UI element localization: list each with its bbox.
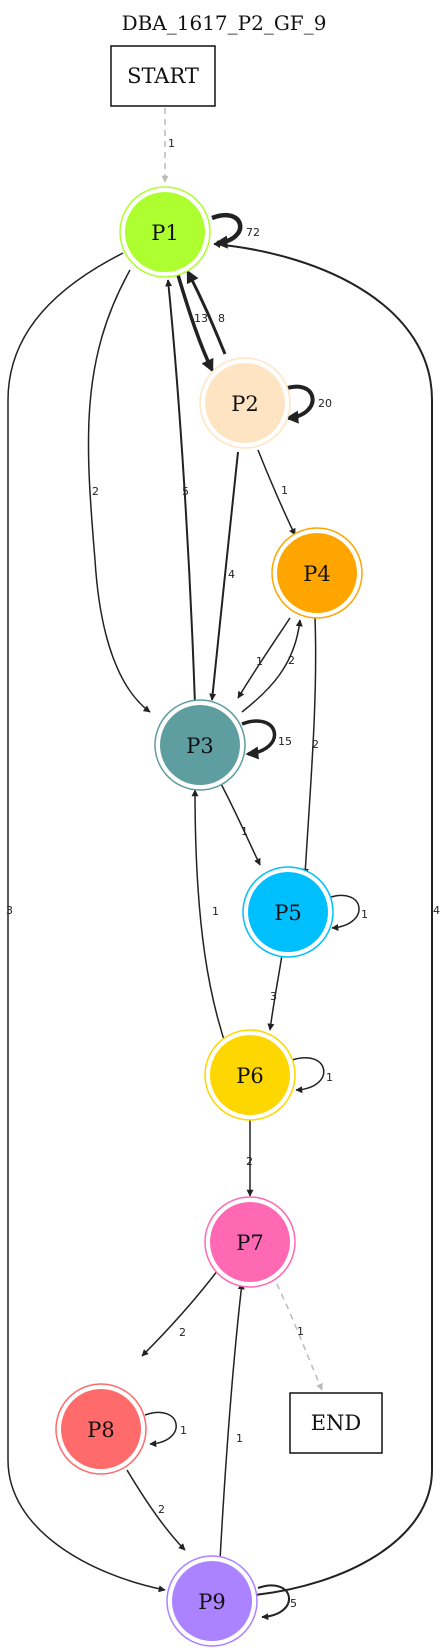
edge-p1-p3: 2 <box>87 269 151 713</box>
edge-label-p1-p3: 2 <box>92 485 99 498</box>
node-label-p8: P8 <box>87 1418 115 1442</box>
node-p8: P8 <box>55 1383 147 1475</box>
edge-p2-p3: 4 <box>209 451 239 701</box>
edge-p3-p3: 15 <box>241 719 292 760</box>
edge-label-p6-p7: 2 <box>246 1155 253 1168</box>
edge-p2-p4: 1 <box>257 449 296 536</box>
edge-p6-p6: 1 <box>291 1057 333 1094</box>
edge-p1-p1: 72 <box>211 212 260 249</box>
node-label-p6: P6 <box>236 1064 264 1088</box>
node-p5: P5 <box>242 866 334 958</box>
edge-p2-p1: 8 <box>186 269 227 355</box>
start-node: START <box>110 45 216 107</box>
node-p2: P2 <box>199 357 291 449</box>
edge-p6-p3: 1 <box>191 789 229 1053</box>
node-label-p4: P4 <box>303 562 331 586</box>
edge-label-p1-p2: 13 <box>194 312 208 325</box>
edge-label-p2-p4: 1 <box>281 484 288 497</box>
node-p1: P1 <box>119 186 211 278</box>
edge-label-p1-p1: 72 <box>246 226 260 239</box>
edge-p8-p8: 1 <box>144 1411 187 1448</box>
edge-label-p7-p8: 2 <box>179 1326 186 1339</box>
start-label: START <box>127 64 199 88</box>
edge-label-p9-p7: 1 <box>236 1432 243 1445</box>
edge-label-p6-p6: 1 <box>326 1071 333 1084</box>
edge-label-p5-p5: 1 <box>361 908 368 921</box>
edge-label-p8-p8: 1 <box>180 1424 187 1437</box>
edge-p7-p8: 2 <box>141 1269 219 1357</box>
edge-label-p3-p3: 15 <box>278 735 292 748</box>
edge-p7-end: 1 <box>271 1273 323 1391</box>
edge-p1-p2: 13 <box>176 274 214 373</box>
edge-label-p1-p9: 3 <box>6 904 13 917</box>
node-p3: P3 <box>154 699 246 791</box>
edge-label-p3-p5: 1 <box>241 825 248 838</box>
end-label: END <box>311 1411 362 1435</box>
edge-label-p6-p3: 1 <box>212 905 219 918</box>
edge-start-p1: 1 <box>161 108 175 183</box>
edge-label-p4-p5: 2 <box>312 738 319 751</box>
node-label-p1: P1 <box>151 221 179 245</box>
graph-title: DBA_1617_P2_GF_9 <box>122 11 327 35</box>
node-label-p9: P9 <box>198 1590 226 1614</box>
edge-p9-p1: 4 <box>213 241 440 1596</box>
edge-label-p4-p3: 1 <box>256 655 263 668</box>
edge-label-p3-p4: 2 <box>288 654 295 667</box>
edge-p2-p2: 20 <box>281 384 332 424</box>
node-label-p2: P2 <box>231 392 259 416</box>
node-p4: P4 <box>271 527 363 619</box>
edge-label-p7-end: 1 <box>297 1325 304 1338</box>
edge-label-p8-p9: 2 <box>158 1503 165 1516</box>
edge-label-start-p1: 1 <box>168 137 175 150</box>
edge-p8-p9: 2 <box>126 1469 186 1551</box>
edge-label-p5-p6: 3 <box>270 990 277 1003</box>
edge-p9-p7: 1 <box>219 1282 245 1561</box>
edge-label-p2-p3: 4 <box>228 568 235 581</box>
edge-p4-p3: 1 <box>237 617 291 699</box>
edge-p3-p5: 1 <box>219 781 261 866</box>
node-label-p3: P3 <box>186 734 214 758</box>
end-node: END <box>289 1392 383 1454</box>
edge-label-p9-p1: 4 <box>433 904 440 917</box>
edge-p4-p5: 2 <box>301 617 319 876</box>
edge-p9-p9: 5 <box>257 1584 297 1621</box>
edge-p3-p4: 2 <box>241 619 303 713</box>
node-label-p5: P5 <box>274 901 302 925</box>
node-p7: P7 <box>204 1196 296 1288</box>
edge-p3-p1: 5 <box>165 279 196 706</box>
edge-label-p2-p2: 20 <box>318 397 332 410</box>
edge-p5-p5: 1 <box>327 894 368 932</box>
edge-label-p3-p1: 5 <box>182 485 189 498</box>
node-p6: P6 <box>204 1029 296 1121</box>
node-label-p7: P7 <box>236 1231 264 1255</box>
edge-p6-p7: 2 <box>246 1120 254 1197</box>
node-p9: P9 <box>166 1555 258 1647</box>
edge-label-p2-p1: 8 <box>218 312 225 325</box>
edge-p1-p9: 3 <box>6 252 166 1593</box>
edge-p5-p6: 3 <box>267 954 283 1031</box>
edge-label-p9-p9: 5 <box>290 1597 297 1610</box>
